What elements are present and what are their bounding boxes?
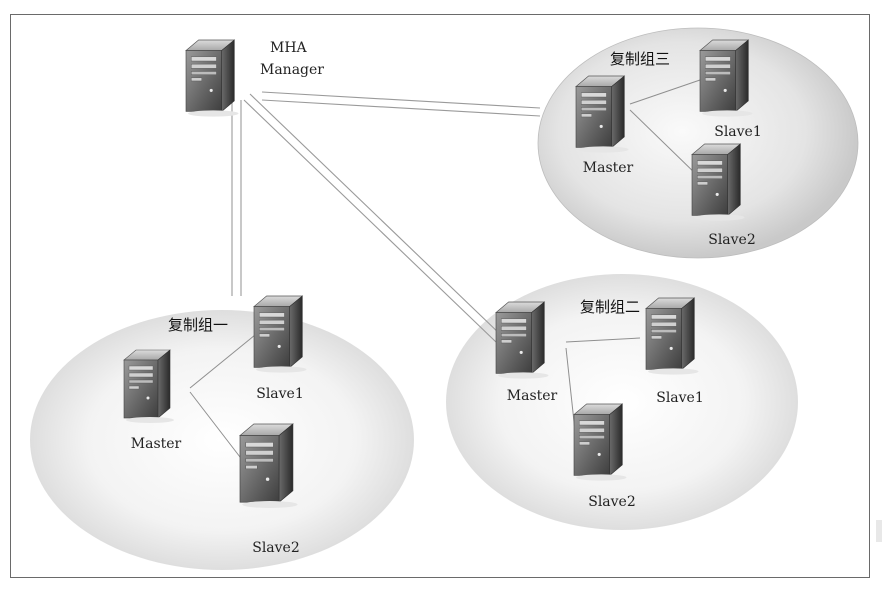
group-one-title: 复制组一: [168, 316, 229, 334]
group-three-title: 复制组三: [610, 50, 671, 68]
group-two-master-label: Master: [506, 388, 558, 404]
edge-artifact: [876, 520, 882, 542]
group-two-slave2-label: Slave2: [588, 494, 636, 510]
group-three-slave1-label: Slave1: [714, 124, 762, 140]
group-one-ellipse: [30, 310, 414, 570]
mha-manager-server-icon: [185, 39, 240, 118]
manager-link-group-three: [261, 91, 541, 117]
group-one-master-label: Master: [130, 436, 182, 452]
group-one-slave1-label: Slave1: [256, 386, 304, 402]
manager-link-group-two: [243, 93, 503, 343]
group-one-slave2-label: Slave2: [252, 540, 300, 556]
manager-name-line1: MHA: [270, 40, 307, 56]
group-three-master-label: Master: [582, 160, 634, 176]
group-two-title: 复制组二: [580, 298, 641, 316]
group-three-slave2-label: Slave2: [708, 232, 756, 248]
manager-link-group-one: [231, 100, 242, 296]
manager-name-line2: Manager: [260, 62, 324, 78]
group-two-slave1-label: Slave1: [656, 390, 704, 406]
